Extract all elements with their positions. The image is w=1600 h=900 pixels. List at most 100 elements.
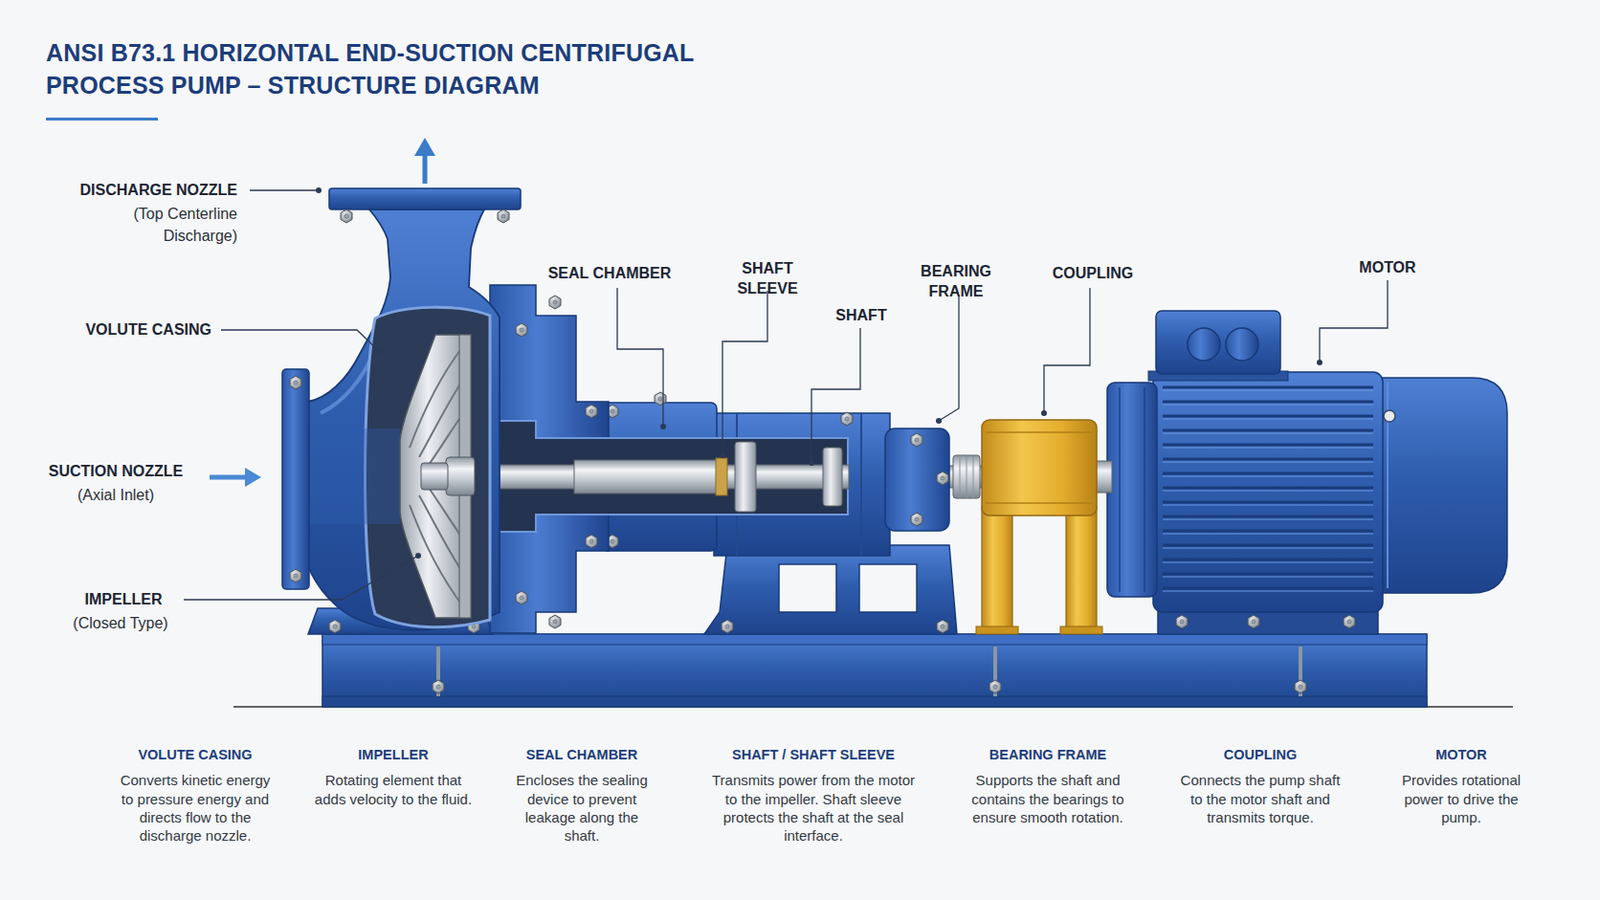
flange-bolt <box>289 376 302 390</box>
gland-bolt <box>654 392 667 406</box>
callout-label: SHAFT <box>818 306 905 326</box>
anchor-bolt <box>438 646 1301 697</box>
description-text: Converts kinetic energy to pressure ener… <box>112 771 278 845</box>
anchor-nut <box>1294 680 1307 694</box>
description-text: Encloses the sealing device to prevent l… <box>508 771 657 845</box>
coupling-hub <box>953 455 980 499</box>
hub-grooves <box>959 455 974 499</box>
bearing-collar <box>734 442 756 512</box>
leader-dot <box>415 553 422 559</box>
fin-highlights <box>1162 390 1374 592</box>
volute-casing <box>282 188 521 631</box>
bearing-frame-foot <box>704 545 957 635</box>
guard-leg <box>981 507 1013 630</box>
suction-passage <box>308 428 400 525</box>
cover-bolt <box>549 615 561 629</box>
description-heading: SEAL CHAMBER <box>490 746 673 765</box>
leader-line <box>1319 280 1388 363</box>
baseplate <box>322 634 1427 708</box>
foot-bolt <box>329 620 341 634</box>
fan-cover-screw <box>1383 410 1396 423</box>
volute-body <box>308 209 500 631</box>
impeller-hub <box>445 457 475 496</box>
impeller <box>400 334 475 619</box>
guard-leg-foot <box>1060 626 1103 635</box>
cover-bolt <box>549 295 561 310</box>
frame-bolt <box>841 412 853 426</box>
flow-arrows <box>209 137 436 488</box>
callout-label: SHAFT SLEEVE <box>732 258 804 299</box>
cable-gland <box>1225 328 1259 361</box>
flange-bolt <box>340 209 353 223</box>
description-heading: SHAFT / SHAFT SLEEVE <box>698 746 929 765</box>
flange-bolt <box>497 209 510 223</box>
callout-note: (Closed Type) <box>39 612 202 635</box>
baseplate-bottom-flange <box>322 696 1427 708</box>
callout-label: SUCTION NOZZLE <box>24 462 207 482</box>
guard-leg <box>1066 507 1097 630</box>
bearing-end-cap <box>885 428 950 532</box>
title-underline <box>45 117 158 121</box>
anchor-nut <box>432 680 445 694</box>
description-text: Supports the shaft and contains the bear… <box>970 771 1126 827</box>
cable-gland <box>1187 328 1221 361</box>
sleeve-collar <box>715 458 728 496</box>
baseplate-top-flange <box>322 634 1427 645</box>
guard-leg-foot <box>976 626 1019 635</box>
callout-label: SEAL CHAMBER <box>528 264 691 284</box>
leader-line <box>938 295 959 422</box>
leader-line <box>221 330 380 353</box>
leader-lines <box>183 190 1388 600</box>
description-text: Transmits power from the motor to the im… <box>709 771 918 845</box>
discharge-flange <box>329 188 521 210</box>
end-cap-bolt <box>936 471 949 486</box>
motor-body <box>1153 372 1383 613</box>
description-text: Connects the pump shaft to the motor sha… <box>1177 771 1343 827</box>
description-text: Provides rotational power to drive the p… <box>1392 771 1532 827</box>
leader-line <box>811 328 861 464</box>
leader-line <box>722 290 768 456</box>
callout-label: BEARING FRAME <box>911 261 1000 302</box>
shaft-sleeve <box>574 460 718 494</box>
cover-bolt <box>585 404 598 419</box>
leader-dot <box>719 452 726 459</box>
callout-label: MOTOR <box>1334 258 1441 278</box>
bearing-ring <box>822 447 843 507</box>
leader-line <box>249 189 319 191</box>
motor <box>1107 311 1508 635</box>
description-heading: BEARING FRAME <box>956 746 1139 765</box>
description-text: Rotating element that adds velocity to t… <box>314 771 473 809</box>
leader-dots <box>315 187 1323 559</box>
callout-label: IMPELLER <box>51 590 196 610</box>
flange-bolt <box>289 569 302 583</box>
leader-dot <box>377 349 383 356</box>
cooling-fins <box>1162 387 1374 589</box>
discharge-arrow-head <box>414 137 436 156</box>
motor-foot-bolt <box>1343 615 1356 629</box>
discharge-arrow-shaft <box>422 153 428 184</box>
anchor-nut <box>989 680 1001 694</box>
description-heading: COUPLING <box>1169 746 1352 765</box>
end-cap-bolt <box>911 512 923 527</box>
motor-fan-cover <box>1377 377 1508 594</box>
callout-label: VOLUTE CASING <box>10 320 212 340</box>
callout-label: COUPLING <box>1030 264 1156 284</box>
impeller-nut <box>421 463 448 490</box>
description-heading: IMPELLER <box>307 746 480 765</box>
leader-dot <box>315 187 322 194</box>
cover-bolt <box>515 591 528 605</box>
callout-label: DISCHARGE NOZZLE <box>17 180 238 200</box>
motor-foot-bolt <box>1176 615 1188 629</box>
cover-bolt <box>585 534 598 549</box>
description-heading: VOLUTE CASING <box>99 746 291 765</box>
diagram-title: ANSI B73.1 HORIZONTAL END-SUCTION CENTRI… <box>45 36 793 102</box>
suction-arrow-head <box>244 467 262 488</box>
motor-flange <box>1107 382 1157 598</box>
leader-dot <box>935 418 942 424</box>
guard-edge <box>985 432 1093 504</box>
leader-dot <box>660 423 667 430</box>
foot-bolt <box>721 620 734 634</box>
callout-note: (Top Centerline Discharge) <box>108 202 238 247</box>
